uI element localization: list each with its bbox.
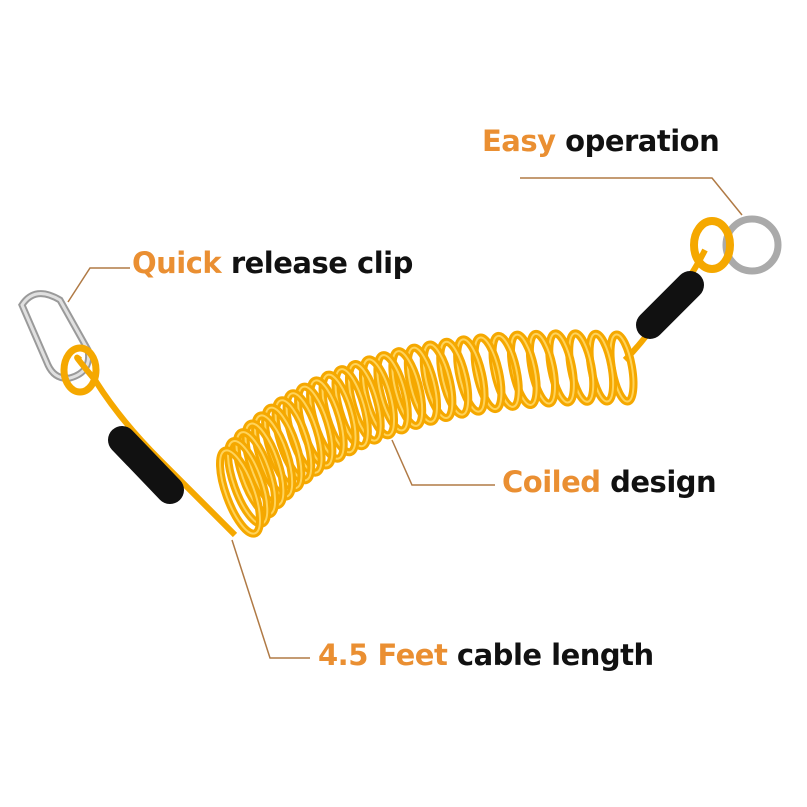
label-highlight: Quick bbox=[132, 246, 222, 280]
label-highlight: Coiled bbox=[502, 465, 601, 499]
coil-highlight bbox=[391, 350, 424, 427]
left-sleeve bbox=[108, 426, 184, 504]
carabiner-clip-icon bbox=[18, 290, 93, 382]
leader-coiled bbox=[391, 439, 495, 486]
left-loop bbox=[60, 344, 100, 396]
coil-highlight bbox=[456, 338, 486, 413]
coil-highlight bbox=[219, 449, 261, 535]
coil-highlight bbox=[473, 336, 503, 411]
coil-highlight bbox=[439, 340, 470, 416]
left-cable bbox=[74, 354, 238, 538]
coil-highlight bbox=[376, 354, 409, 432]
label-text: release clip bbox=[230, 246, 414, 280]
right-loop bbox=[690, 217, 734, 273]
coil-highlight bbox=[254, 414, 294, 498]
leader-easy bbox=[520, 177, 743, 216]
label-easy-operation: Easy operation bbox=[482, 124, 720, 158]
leader-length bbox=[231, 539, 310, 659]
label-highlight: 4.5 Feet bbox=[318, 638, 448, 672]
right-sleeve bbox=[636, 271, 704, 339]
coil bbox=[216, 329, 638, 538]
coil-highlight bbox=[491, 334, 520, 408]
leader-lines bbox=[67, 177, 743, 659]
label-text: design bbox=[610, 465, 717, 499]
label-highlight: Easy bbox=[482, 124, 556, 158]
coil-highlight bbox=[406, 346, 439, 423]
coil-highlight bbox=[422, 343, 454, 420]
label-cable-length: 4.5 Feet cable length bbox=[318, 638, 654, 672]
label-text: cable length bbox=[456, 638, 654, 672]
coil-highlight bbox=[361, 358, 396, 437]
label-text: operation bbox=[565, 124, 720, 158]
label-quick-release: Quick release clip bbox=[132, 246, 413, 280]
label-coiled-design: Coiled design bbox=[502, 465, 717, 499]
leader-quick bbox=[67, 267, 130, 303]
